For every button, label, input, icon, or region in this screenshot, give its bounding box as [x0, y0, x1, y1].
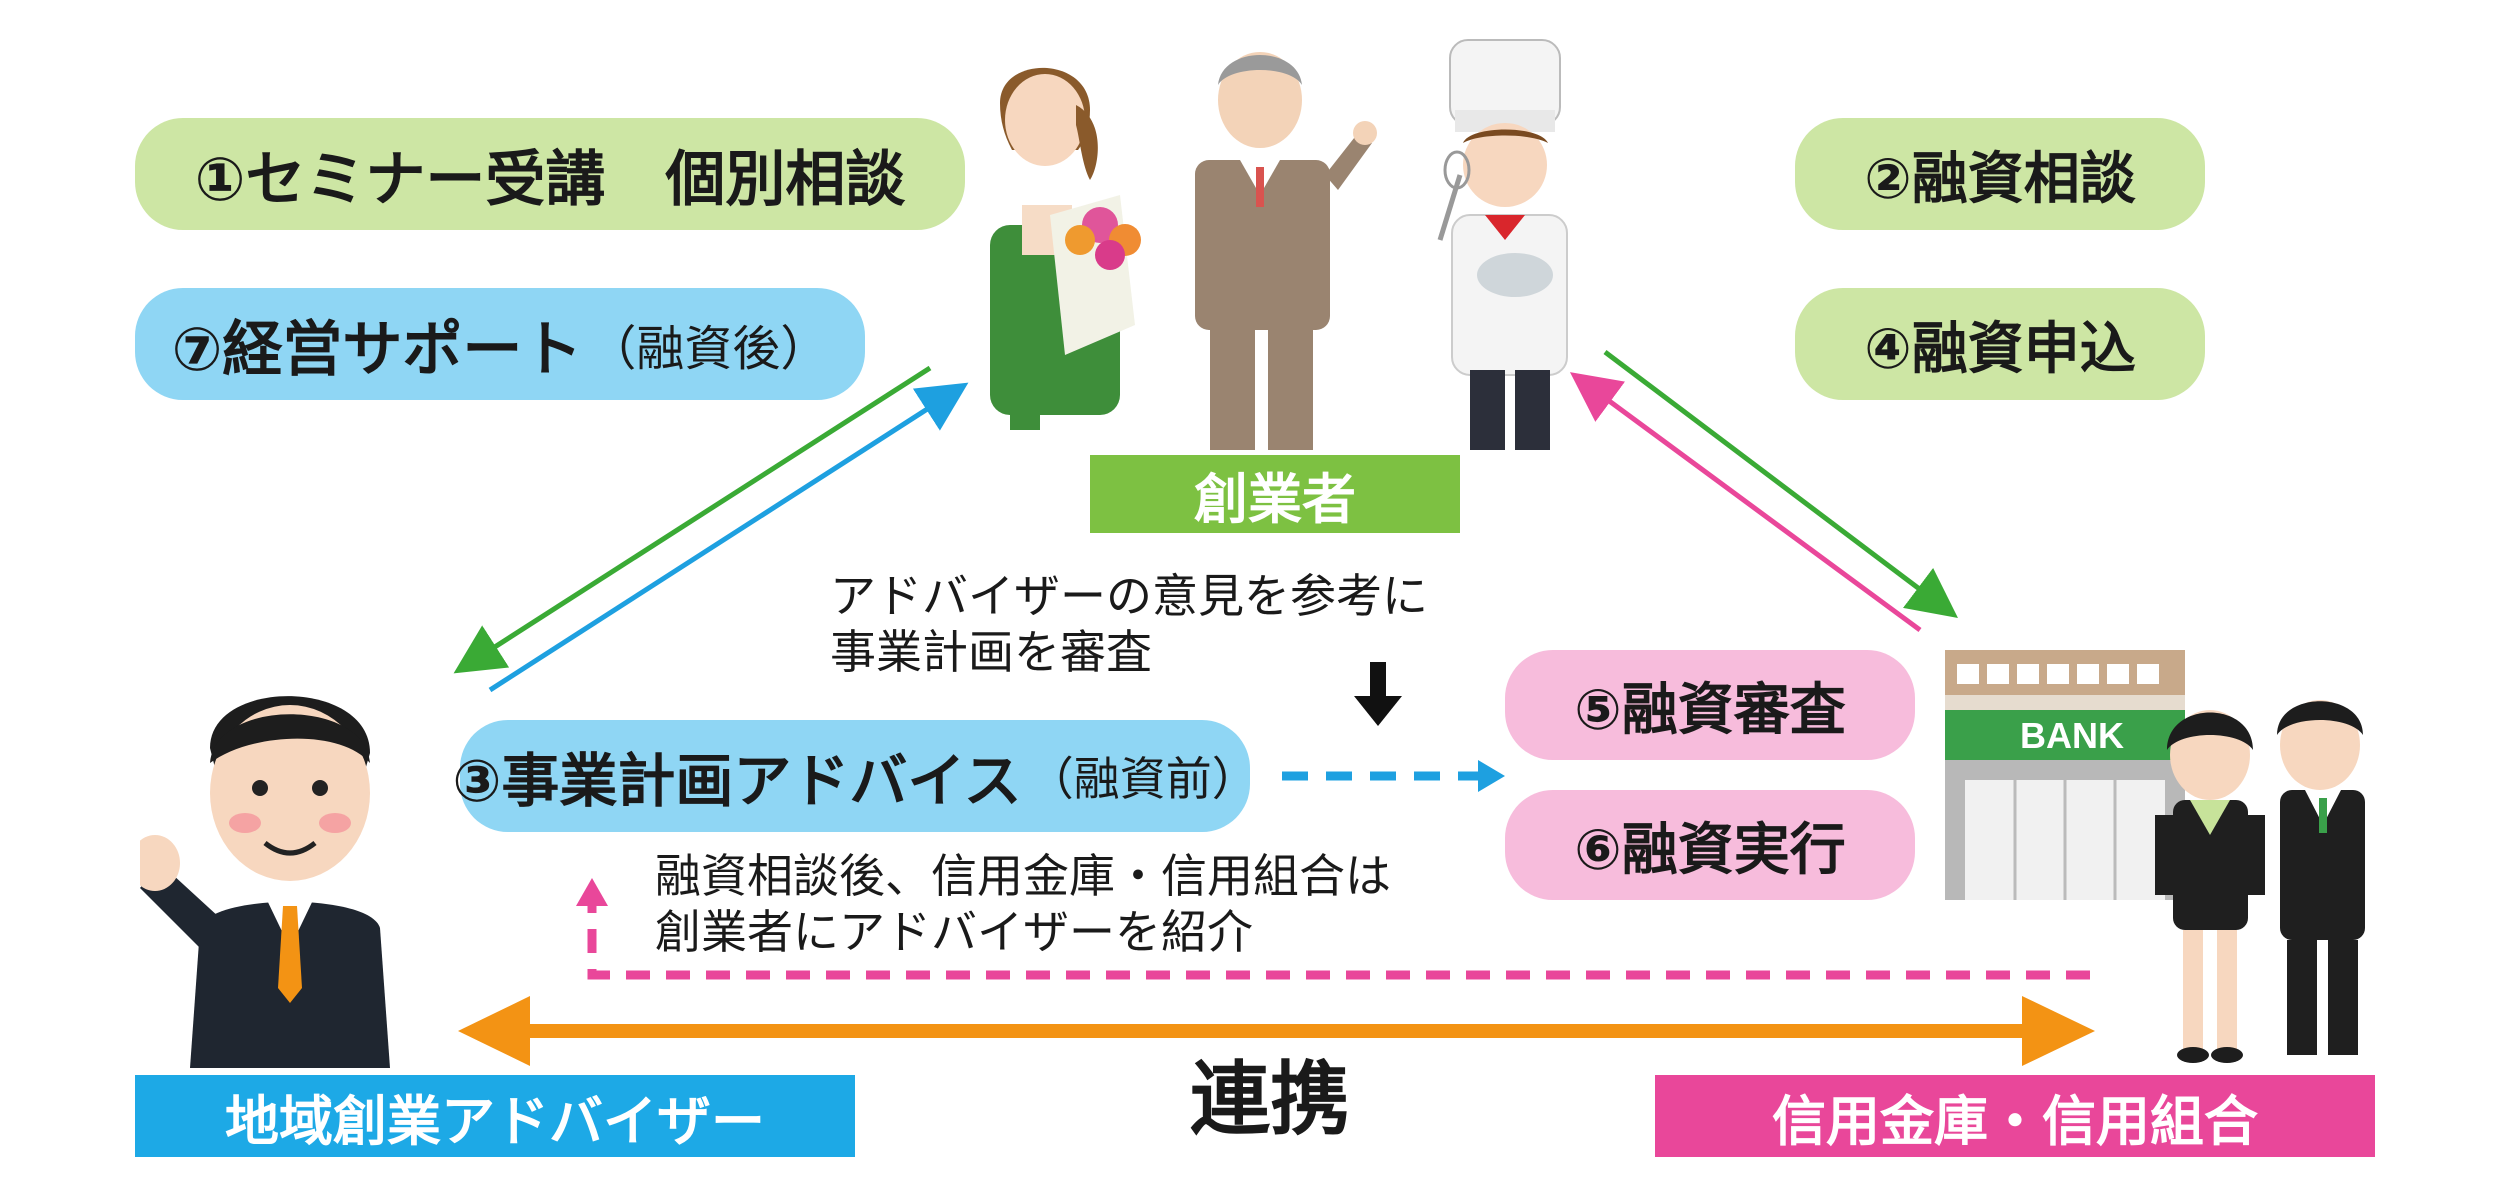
step-4-label: ④融資申込: [1864, 316, 2136, 382]
step-1-seminar-consultation: ①セミナー受講 個別相談: [135, 118, 965, 230]
adviser-label-text: 地域創業アドバイザー: [225, 1089, 765, 1153]
step-7-sublabel: （融資後）: [588, 321, 829, 377]
bank-group-label: 信用金庫・信用組合: [1655, 1075, 2375, 1157]
chef-icon: [1437, 39, 1568, 450]
arrow-bank-to-founder: [1569, 372, 1922, 633]
step-7-management-support: ⑦経営サポート （融資後）: [135, 288, 865, 400]
collaboration-label: 連携: [1190, 1053, 1350, 1146]
step-3-business-plan-advice: ③事業計画アドバイス （融資前）: [452, 720, 1258, 832]
referral-note: 融資相談後、信用金庫・信用組合は 創業者にアドバイザーを紹介: [655, 848, 1391, 960]
step-2-loan-consultation: ②融資相談: [1795, 118, 2205, 230]
step-5-loan-review: ⑤融資審査: [1505, 650, 1915, 760]
arrow-adviser-to-founder: [488, 382, 969, 693]
collaboration-double-arrow: [458, 996, 2095, 1066]
step-3-sublabel: （融資前）: [1027, 752, 1258, 806]
review-note-line-1: アドバイザーの意見を参考に: [830, 569, 1428, 623]
arrow-founder-to-bank: [1603, 350, 1958, 619]
adviser-label: 地域創業アドバイザー: [135, 1075, 855, 1157]
bank-staff-woman-icon: [2155, 710, 2265, 1063]
referral-note-line-2: 創業者にアドバイザーを紹介: [655, 905, 1253, 959]
step-5-label: ⑤融資審査: [1574, 677, 1846, 743]
step-1-label: ①セミナー受講 個別相談: [194, 144, 906, 215]
step-6-loan-execution: ⑥融資実行: [1505, 790, 1915, 900]
adviser-man-icon: [140, 696, 390, 1068]
bank-illustration: BANK: [1945, 650, 2365, 1063]
review-note: アドバイザーの意見を参考に 事業計画を審査: [830, 568, 1428, 680]
bank-staff-man-icon: [2277, 700, 2365, 1055]
bank-sign-text: BANK: [2020, 715, 2124, 756]
founder-illustration: [990, 39, 1568, 450]
woman-with-flowers-icon: [990, 67, 1141, 430]
referral-note-line-1: 融資相談後、信用金庫・信用組合は: [655, 849, 1391, 903]
step-3-label: ③事業計画アドバイス: [452, 747, 1022, 815]
down-arrow-icon: [1354, 662, 1402, 726]
arrow-referral-dashed: [587, 902, 2090, 980]
arrow-founder-to-adviser: [453, 365, 932, 674]
step-2-label: ②融資相談: [1864, 146, 2136, 212]
bank-group-label-text: 信用金庫・信用組合: [1772, 1089, 2258, 1153]
step-7-label: ⑦経営サポート: [171, 314, 583, 385]
step-4-loan-application: ④融資申込: [1795, 288, 2205, 400]
founder-label: 創業者: [1090, 455, 1460, 533]
step-6-label: ⑥融資実行: [1574, 817, 1846, 883]
adviser-illustration: [140, 696, 390, 1068]
founder-label-text: 創業者: [1194, 467, 1356, 531]
review-note-line-2: 事業計画を審査: [830, 625, 1152, 679]
older-man-icon: [1195, 52, 1377, 450]
bank-building-icon: [1945, 650, 2185, 900]
